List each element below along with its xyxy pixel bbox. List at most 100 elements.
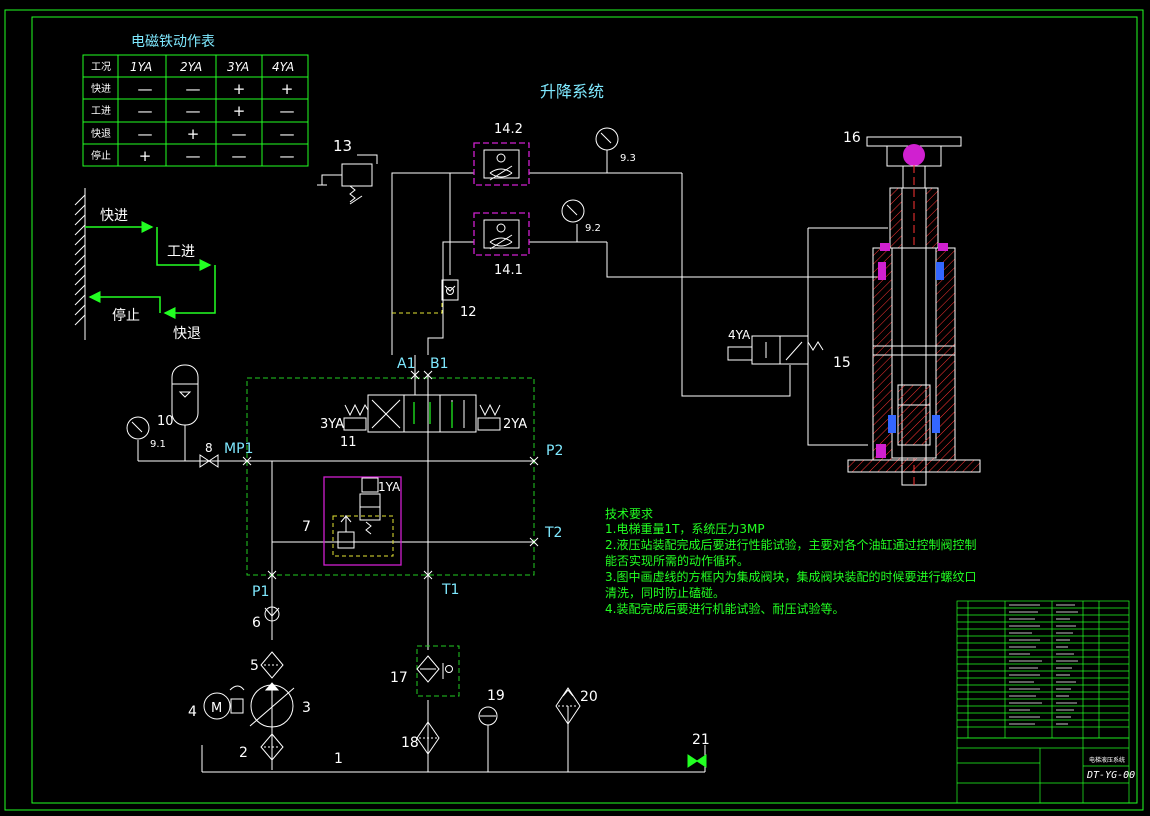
tech-item: 4.装配完成后要进行机能试验、耐压试验等。 xyxy=(605,601,844,616)
parts-list xyxy=(956,600,1130,739)
pressure-gauge-9-3 xyxy=(595,127,619,151)
check-valve-12 xyxy=(441,279,459,301)
label-14-1: 14.1 xyxy=(494,263,523,278)
port-mp1: MP1 xyxy=(224,441,253,457)
table-cell: + xyxy=(281,80,294,98)
pressure-gauge-9-2 xyxy=(561,199,585,223)
table-row-label: 快进 xyxy=(91,83,111,95)
cycle-label-fast-return: 快退 xyxy=(173,326,201,342)
label-9-3: 9.3 xyxy=(620,153,636,164)
table-cell: — xyxy=(232,147,247,165)
filter-18 xyxy=(416,721,440,755)
label-20: 20 xyxy=(580,689,598,705)
tech-item: 3.图中画虚线的方框内为集成阀块，集成阀块装配的时候要进行螺纹口 xyxy=(605,569,976,584)
cycle-label-work-feed: 工进 xyxy=(167,244,195,260)
check-valve-6 xyxy=(264,606,280,622)
label-14-2: 14.2 xyxy=(494,122,523,137)
port-markers xyxy=(242,370,539,580)
directional-valve-11 xyxy=(343,394,501,433)
filter-2 xyxy=(260,733,284,761)
label-4ya: 4YA xyxy=(728,328,751,342)
table-header-cell: 2YA xyxy=(180,60,202,74)
air-filter-20 xyxy=(555,687,581,725)
manifold-block xyxy=(246,377,535,576)
label-21: 21 xyxy=(692,732,710,748)
filter-5 xyxy=(260,651,284,679)
table-header-cell: 4YA xyxy=(272,60,294,74)
table-cell: — xyxy=(186,102,201,120)
table-cell: — xyxy=(280,147,295,165)
throttle-valve-14-1 xyxy=(473,212,530,256)
table-row-label: 停止 xyxy=(91,149,111,162)
label-9-2: 9.2 xyxy=(585,223,601,234)
directional-valve-15 xyxy=(727,335,824,365)
cycle-label-stop: 停止 xyxy=(112,307,140,324)
stop-valve-8 xyxy=(199,454,219,468)
tech-item: 2.液压站装配完成后要进行性能试验，主要对各个油缸通过控制阀控制 xyxy=(605,537,976,552)
cycle-label-fast-forward: 快进 xyxy=(100,208,128,224)
table-cell: — xyxy=(138,125,153,143)
return-filter-17 xyxy=(416,645,460,697)
tech-item: 1.电梯重量1T，系统压力3MP xyxy=(605,522,765,536)
throttle-valve-14-2 xyxy=(473,142,530,186)
motor-symbol: M xyxy=(211,701,222,716)
label-1: 1 xyxy=(334,751,343,767)
label-13: 13 xyxy=(333,137,352,155)
accumulator-10 xyxy=(171,364,199,426)
port-b1: B1 xyxy=(430,356,449,372)
tech-item: 清洗，同时防止磕碰。 xyxy=(605,585,725,600)
label-15: 15 xyxy=(833,355,851,371)
label-6: 6 xyxy=(252,615,261,631)
tech-heading: 技术要求 xyxy=(605,507,653,521)
label-3: 3 xyxy=(302,700,311,716)
label-4: 4 xyxy=(188,704,197,720)
table-row-label: 工进 xyxy=(91,105,111,117)
table-cell: — xyxy=(186,80,201,98)
label-8: 8 xyxy=(205,441,213,455)
table-cell: — xyxy=(280,102,295,120)
label-7: 7 xyxy=(302,519,311,535)
label-16: 16 xyxy=(843,130,861,146)
port-p1: P1 xyxy=(252,584,269,600)
port-a1: A1 xyxy=(397,356,415,372)
port-p2: P2 xyxy=(546,443,563,459)
label-11: 11 xyxy=(340,435,357,450)
solenoid-action-table: 电磁铁动作表 工况 快进 工进 快退 停止 1YA 2YA 3YA 4YA — xyxy=(82,34,309,167)
pilot-line xyxy=(392,300,443,314)
label-18: 18 xyxy=(401,735,419,751)
table-row-label: 快退 xyxy=(91,128,111,140)
drain-valve-21 xyxy=(687,745,707,768)
label-2ya: 2YA xyxy=(503,417,527,432)
hydraulic-lines xyxy=(137,150,888,773)
technical-requirements: 技术要求 1.电梯重量1T，系统压力3MP 2.液压站装配完成后要进行性能试验，… xyxy=(605,507,976,616)
pressure-gauge-9-1 xyxy=(126,416,150,440)
solenoid-relief-valve-7 xyxy=(323,476,402,566)
table-title: 电磁铁动作表 xyxy=(131,34,215,50)
table-header-cell: 3YA xyxy=(227,60,249,74)
label-10: 10 xyxy=(157,414,174,429)
valve-11-arrows xyxy=(413,402,453,428)
table-cell: + xyxy=(187,125,200,143)
port-t2: T2 xyxy=(544,525,562,541)
motor-4 xyxy=(203,685,245,720)
table-cell: + xyxy=(233,80,246,98)
level-gauge-19 xyxy=(478,706,498,726)
label-3ya: 3YA xyxy=(320,417,344,432)
title-block-drawing-no: DT-YG-00 xyxy=(1086,770,1135,781)
tech-item: 能否实现所需的动作循环。 xyxy=(605,553,749,568)
table-header-cell: 1YA xyxy=(130,60,152,74)
label-17: 17 xyxy=(390,670,408,686)
label-2: 2 xyxy=(239,745,248,761)
table-cell: + xyxy=(139,147,152,165)
table-cell: — xyxy=(186,147,201,165)
label-12: 12 xyxy=(460,305,477,320)
relief-valve-13 xyxy=(317,154,378,205)
outer-frame xyxy=(4,9,1144,811)
label-9-1: 9.1 xyxy=(150,439,166,450)
label-1ya: 1YA xyxy=(378,480,401,494)
table-header-cell: 工况 xyxy=(91,61,111,73)
label-19: 19 xyxy=(487,688,505,704)
table-cell: — xyxy=(232,125,247,143)
port-t1: T1 xyxy=(441,582,459,598)
